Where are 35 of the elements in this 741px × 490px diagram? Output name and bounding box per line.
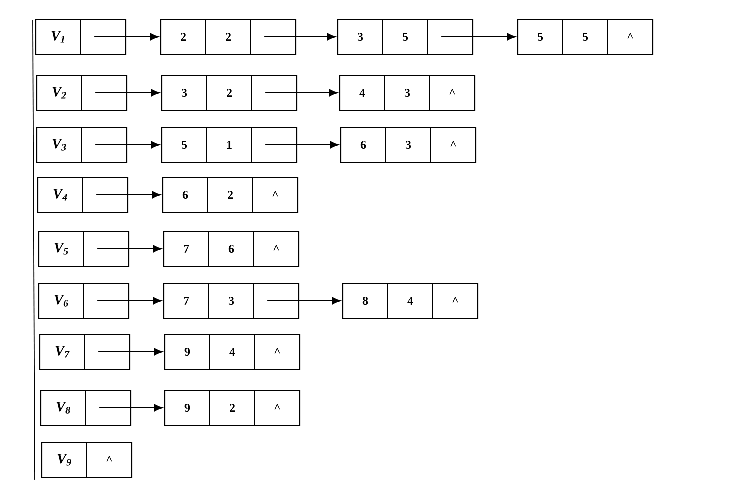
record-box: 5 1 xyxy=(161,126,298,164)
record-box: 6 3 ^ xyxy=(340,126,477,164)
record-box: 6 2 ^ xyxy=(162,176,299,214)
arrow xyxy=(98,348,164,356)
arrow xyxy=(441,33,516,41)
record-box: V$_{8}$ xyxy=(40,390,132,426)
record-box: 7 3 xyxy=(163,282,300,320)
arrow xyxy=(97,245,162,253)
record-box: V$_{3}$ xyxy=(36,126,128,164)
record-box: V$_{5}$ xyxy=(38,230,130,268)
record-box: 5 5 ^ xyxy=(517,18,654,56)
record-box: V$_{9}$ ^ xyxy=(41,442,133,478)
record-box: 3 2 xyxy=(161,74,298,112)
record-box: 4 3 ^ xyxy=(339,74,476,112)
arrow xyxy=(99,404,164,412)
record-box: V$_{7}$ xyxy=(39,334,131,370)
arrow xyxy=(264,33,336,41)
arrow xyxy=(265,89,338,97)
arrow xyxy=(265,141,340,149)
record-box: V$_{2}$ xyxy=(36,74,128,112)
arrow xyxy=(267,297,342,305)
record-box: 8 4 ^ xyxy=(342,282,479,320)
arrow xyxy=(97,297,162,305)
arrow xyxy=(94,33,159,41)
record-box: V$_{6}$ xyxy=(38,282,130,320)
arrow xyxy=(95,89,160,97)
record-box: V$_{4}$ xyxy=(37,176,129,214)
record-box: V$_{1}$ xyxy=(35,18,127,56)
arrow xyxy=(95,141,160,149)
record-box: 9 4 ^ xyxy=(164,334,301,370)
arrow xyxy=(96,191,161,199)
record-box: 7 6 ^ xyxy=(163,230,300,268)
record-box: 3 5 xyxy=(337,18,474,56)
record-box: 2 2 xyxy=(160,18,297,56)
record-box: 9 2 ^ xyxy=(164,390,301,426)
